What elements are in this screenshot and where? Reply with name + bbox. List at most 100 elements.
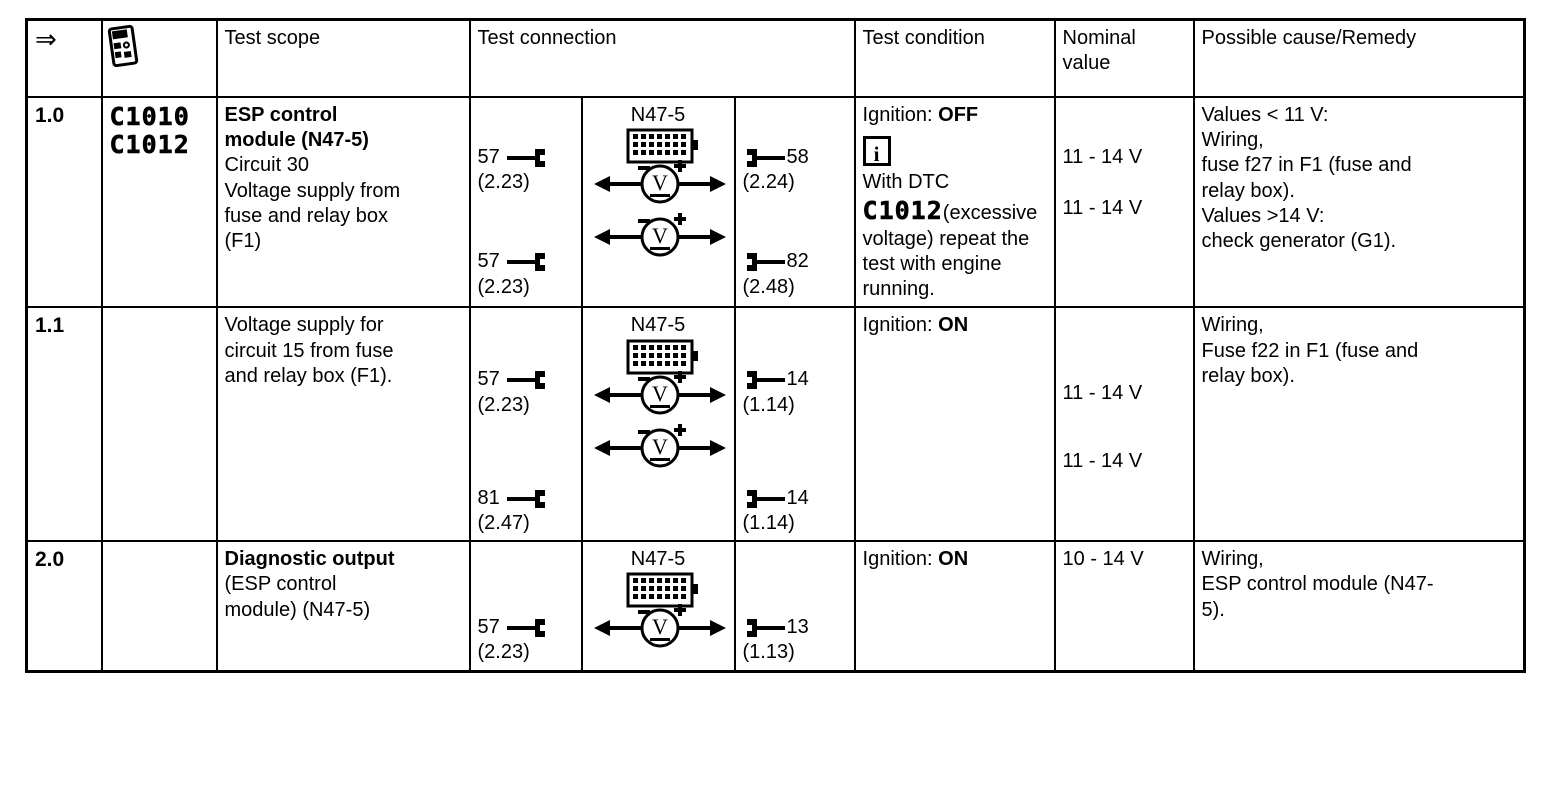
terminal-left: 57 bbox=[478, 367, 574, 392]
terminal-ref: (1.14) bbox=[742, 512, 795, 534]
connection-meter-cell: N47-5 bbox=[580, 306, 736, 543]
ignition-status: Ignition: OFF bbox=[863, 103, 1047, 128]
test-scope-cell: Diagnostic output (ESP control module) (… bbox=[215, 540, 471, 673]
pin-connector-icon bbox=[746, 148, 785, 167]
table-header: ⇒ Test scope Test connection Test condit… bbox=[25, 18, 1526, 98]
remedy-line: Fuse f22 in F1 (fuse and bbox=[1201, 339, 1419, 362]
table-row: 2.0 Diagnostic output (ESP control modul… bbox=[25, 540, 1526, 673]
terminal-ref: (2.23) bbox=[477, 171, 530, 194]
header-nominal-value: Nominal value bbox=[1053, 18, 1195, 98]
dtc-code-cell bbox=[100, 540, 218, 673]
remedy-line: relay box). bbox=[1201, 364, 1295, 387]
connection-right-cell: 14 (1.14) 14 (1.14) bbox=[733, 306, 856, 543]
terminal-ref: (1.14) bbox=[742, 393, 795, 416]
socket-connector-icon bbox=[507, 371, 546, 390]
step-number-cell: 1.1 bbox=[25, 306, 103, 543]
pin-connector-icon bbox=[746, 618, 785, 637]
nominal-value: 11 - 14 V bbox=[1062, 146, 1143, 168]
header-test-scope: Test scope bbox=[215, 18, 471, 98]
meter-group: N47-5 bbox=[590, 103, 727, 267]
remedy-line: fuse f27 in F1 (fuse and bbox=[1201, 154, 1412, 177]
terminal-right: 14 bbox=[743, 486, 847, 511]
ignition-state: ON bbox=[938, 548, 969, 571]
svg-text:V: V bbox=[652, 614, 668, 639]
pin-connector-icon bbox=[746, 489, 785, 508]
pin-connector-icon bbox=[746, 253, 785, 272]
remedy-line: Wiring, bbox=[1201, 314, 1264, 337]
condition-note-suffix: (excessive voltage) repeat the test with… bbox=[862, 202, 1038, 301]
dtc-code-cell: C1010 C1012 bbox=[100, 95, 218, 309]
connection-meter-cell: N47-5 bbox=[580, 95, 736, 309]
remedy-line: Wiring, bbox=[1201, 548, 1264, 571]
test-scope-title: Diagnostic output bbox=[224, 548, 395, 571]
terminal-ref: (2.48) bbox=[742, 275, 795, 298]
test-scope-cell: Voltage supply for circuit 15 from fuse … bbox=[215, 306, 471, 543]
connector-and-voltmeter-icon: V bbox=[593, 128, 726, 204]
remedy-line: 5). bbox=[1201, 598, 1225, 621]
step-number-cell: 1.0 bbox=[25, 95, 103, 309]
handheld-scanner-icon bbox=[106, 24, 139, 68]
terminal-ref: (2.47) bbox=[477, 512, 530, 534]
possible-cause-remedy-cell: Wiring, Fuse f22 in F1 (fuse and relay b… bbox=[1192, 306, 1526, 543]
terminal-ref: (2.24) bbox=[742, 171, 795, 194]
terminal-pin: 81 bbox=[477, 486, 500, 509]
test-scope-detail: and relay box (F1). bbox=[224, 364, 393, 387]
nominal-value: 10 - 14 V bbox=[1062, 548, 1144, 571]
device-label: N47-5 bbox=[630, 314, 686, 337]
terminal-left: 57 bbox=[478, 249, 574, 274]
remedy-line: Wiring, bbox=[1201, 129, 1264, 152]
test-scope-detail: Circuit 30 bbox=[224, 154, 309, 177]
socket-connector-icon bbox=[507, 489, 546, 508]
terminal-pin: 57 bbox=[477, 616, 500, 639]
table-row: 1.0 C1010 C1012 ESP control module (N47-… bbox=[25, 95, 1526, 309]
connection-right-cell: 13 (1.13) bbox=[733, 540, 856, 673]
pin-connector-icon bbox=[746, 371, 785, 390]
test-scope-detail: circuit 15 from fuse bbox=[224, 339, 394, 362]
remedy-line: check generator (G1). bbox=[1201, 229, 1397, 252]
terminal-pin: 82 bbox=[786, 250, 809, 273]
header-step-icon-cell: ⇒ bbox=[25, 18, 103, 98]
terminal-pin: 57 bbox=[477, 368, 500, 391]
test-scope-detail: (ESP control bbox=[224, 573, 337, 596]
voltmeter-icon: V bbox=[593, 604, 726, 648]
ignition-state: ON bbox=[938, 314, 969, 337]
device-label: N47-5 bbox=[630, 548, 686, 571]
terminal-pin: 57 bbox=[477, 146, 500, 168]
remedy-line: relay box). bbox=[1201, 179, 1295, 202]
meter-group: N47-5 bbox=[590, 547, 727, 657]
ignition-state: OFF bbox=[938, 104, 979, 126]
nominal-value: 11 - 14 V bbox=[1062, 197, 1143, 220]
terminal-pin: 58 bbox=[786, 146, 809, 168]
ignition-label: Ignition: bbox=[862, 314, 933, 337]
nominal-value: 11 - 14 V bbox=[1062, 382, 1143, 405]
nominal-value-cell: 11 - 14 V 11 - 14 V bbox=[1053, 95, 1195, 309]
step-number: 1.0 bbox=[35, 104, 65, 127]
terminal-right: 14 bbox=[743, 367, 847, 392]
terminal-left: 81 bbox=[478, 486, 574, 511]
terminal-ref: (1.13) bbox=[742, 641, 795, 664]
svg-text:V: V bbox=[652, 170, 668, 195]
remedy-line: Values >14 V: bbox=[1201, 204, 1325, 227]
meter-group: N47-5 bbox=[590, 313, 727, 477]
dtc-code-cell bbox=[100, 306, 218, 543]
connection-left-cell: 57 (2.23) 57 bbox=[468, 95, 583, 309]
svg-text:V: V bbox=[652, 223, 668, 248]
header-test-condition: Test condition bbox=[853, 18, 1056, 98]
connector-and-voltmeter-icon: V bbox=[593, 339, 726, 415]
condition-note-dtc: C1012 bbox=[862, 196, 943, 226]
ignition-status: Ignition: ON bbox=[863, 313, 1047, 338]
terminal-pin: 13 bbox=[786, 616, 809, 639]
diagnostic-test-table: ⇒ Test scope Test connection Test condit… bbox=[25, 18, 1527, 673]
condition-note-prefix: With DTC bbox=[862, 171, 950, 194]
connector-housing-icon bbox=[626, 128, 698, 164]
condition-note: With DTC C1012(excessive voltage) repeat… bbox=[862, 170, 1047, 302]
test-scope-cell: ESP control module (N47-5) Circuit 30 Vo… bbox=[215, 95, 471, 309]
table-row: 1.1 Voltage supply for circuit 15 from f… bbox=[25, 306, 1526, 543]
ignition-label: Ignition: bbox=[862, 104, 933, 126]
test-condition-cell: Ignition: OFF i With DTC C1012(excessive… bbox=[853, 95, 1056, 309]
step-number: 1.1 bbox=[35, 314, 65, 338]
nominal-value-cell: 11 - 14 V 11 - 14 V bbox=[1053, 306, 1195, 543]
voltmeter-icon: V bbox=[593, 423, 726, 468]
test-condition-cell: Ignition: ON bbox=[853, 306, 1056, 543]
